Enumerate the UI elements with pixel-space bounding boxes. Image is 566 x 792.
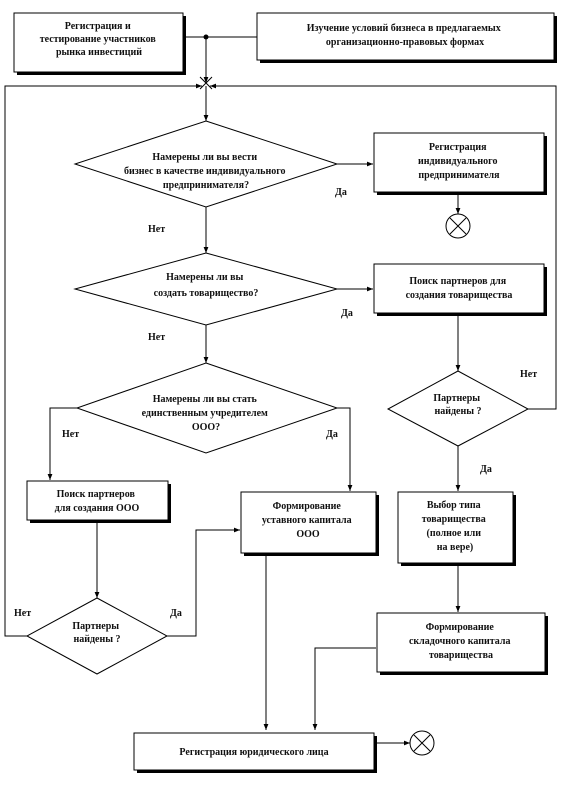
decision-partners-found-right: Партнеры найдены ? bbox=[386, 370, 530, 447]
label-yes-right: Да bbox=[480, 464, 492, 475]
study-conditions-text: Изучение условий бизнеса в предлагаемых … bbox=[307, 23, 504, 48]
process-box-search-partnership: Поиск партнеров для создания товариществ… bbox=[373, 263, 545, 314]
decision-partners-found-left: Партнеры найдены ? bbox=[25, 597, 169, 675]
decision-individual: Намерены ли вы вести бизнес в качестве и… bbox=[73, 120, 339, 208]
decision-individual-text: Намерены ли вы вести бизнес в качестве и… bbox=[124, 152, 288, 191]
label-no-individual: Нет bbox=[148, 224, 165, 235]
reg-legal-text: Регистрация юридического лица bbox=[179, 747, 328, 758]
form-capital-partnership-text: Формирование складочного капитала товари… bbox=[409, 622, 513, 661]
process-box-form-capital-partnership: Формирование складочного капитала товари… bbox=[376, 612, 546, 673]
process-box-reg-testing: Регистрация и тестирование участников ры… bbox=[13, 12, 184, 73]
label-no-right: Нет bbox=[520, 369, 537, 380]
decision-partnership: Намерены ли вы создать товарищество? bbox=[73, 252, 339, 326]
end-icon-individual bbox=[445, 213, 471, 239]
process-box-reg-individual: Регистрация индивидуального предпринимат… bbox=[373, 132, 545, 193]
reg-individual-text: Регистрация индивидуального предпринимат… bbox=[418, 142, 500, 181]
end-icon-legal bbox=[409, 730, 435, 756]
label-no-sole: Нет bbox=[62, 429, 79, 440]
choose-type-text: Выбор типа товарищества (полное или на в… bbox=[422, 500, 489, 553]
connectors bbox=[4, 34, 557, 746]
label-yes-partnership: Да bbox=[341, 308, 353, 319]
decision-sole-founder-text: Намерены ли вы стать единственным учреди… bbox=[142, 394, 271, 433]
label-yes-sole: Да bbox=[326, 429, 338, 440]
reg-testing-text: Регистрация и тестирование участников ры… bbox=[40, 21, 159, 58]
label-no-left: Нет bbox=[14, 608, 31, 619]
process-box-search-ooo: Поиск партнеров для создания ООО bbox=[26, 480, 169, 521]
decision-partners-found-right-text: Партнеры найдены ? bbox=[433, 393, 482, 417]
process-box-choose-type: Выбор типа товарищества (полное или на в… bbox=[397, 491, 514, 564]
form-capital-ooo-text: Формирование уставного капитала ООО bbox=[262, 501, 354, 540]
process-box-reg-legal: Регистрация юридического лица bbox=[133, 732, 375, 771]
search-partnership-text: Поиск партнеров для создания товариществ… bbox=[406, 276, 513, 301]
decision-partnership-text: Намерены ли вы создать товарищество? bbox=[154, 272, 259, 299]
label-no-partnership: Нет bbox=[148, 332, 165, 343]
label-yes-left: Да bbox=[170, 608, 182, 619]
process-box-form-capital-ooo: Формирование уставного капитала ООО bbox=[240, 491, 377, 554]
process-box-study-conditions: Изучение условий бизнеса в предлагаемых … bbox=[256, 12, 555, 61]
search-ooo-text: Поиск партнеров для создания ООО bbox=[55, 489, 140, 514]
label-yes-individual: Да bbox=[335, 187, 347, 198]
decision-sole-founder: Намерены ли вы стать единственным учреди… bbox=[75, 362, 339, 454]
decision-partners-found-left-text: Партнеры найдены ? bbox=[72, 621, 121, 645]
